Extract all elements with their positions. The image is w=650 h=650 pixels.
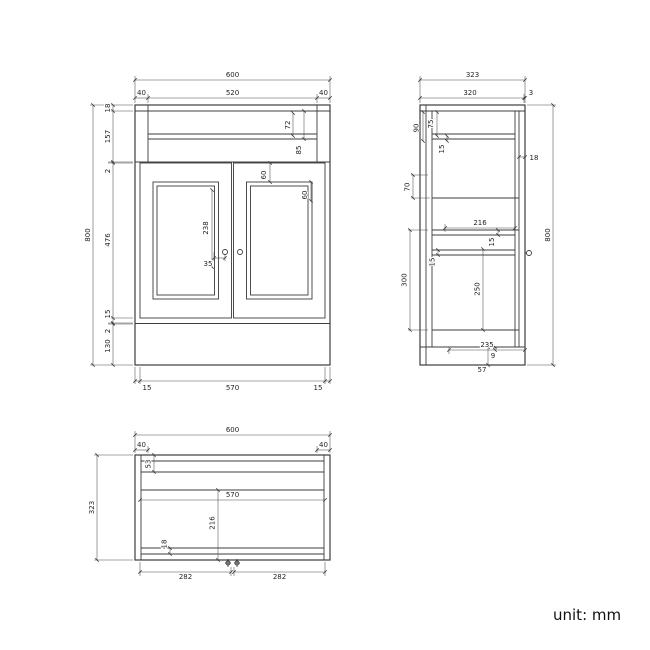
plan-dim-40-left: 40: [137, 441, 146, 449]
plan-dim-570: 570: [226, 491, 239, 499]
side-dim-323: 323: [466, 71, 479, 79]
front-dim-15-left: 15: [143, 384, 152, 392]
side-dim-15-shelf: 15: [488, 238, 496, 247]
plan-dim-216: 216: [209, 516, 217, 530]
tap-hole-symbol-left: [225, 559, 231, 567]
side-door-knob: [526, 250, 532, 256]
front-dim-238: 238: [202, 221, 210, 234]
side-dim-57: 57: [478, 366, 487, 374]
side-dim-18: 18: [530, 154, 539, 162]
front-dim-60-side: 60: [301, 191, 309, 200]
front-dim-570: 570: [226, 384, 239, 392]
front-view-labels: 600 40 520 40 18 157 2 476 15 2 130 800 …: [83, 70, 329, 393]
side-dim-800: 800: [544, 228, 552, 241]
side-view-dimension-lines: [408, 76, 556, 367]
front-dim-15-rail: 15: [104, 310, 112, 319]
front-dim-85: 85: [295, 146, 303, 155]
plan-dim-282-right: 282: [273, 573, 286, 581]
front-dim-40-left: 40: [137, 89, 146, 97]
unit-label: unit: mm: [553, 606, 621, 624]
side-dim-216: 216: [473, 219, 487, 227]
side-dim-3: 3: [529, 89, 533, 97]
side-view-outline: [419, 104, 532, 366]
front-dim-2-bottom: 2: [104, 329, 112, 333]
front-view-dimension-lines: [90, 76, 332, 384]
plan-dim-53: 53: [145, 460, 153, 469]
tap-hole-symbol-right: [234, 559, 240, 567]
front-dim-600: 600: [226, 71, 239, 79]
plan-view-labels: 600 40 40 323 53 570 216 18 282 282: [87, 425, 329, 582]
front-dim-476: 476: [104, 233, 112, 247]
side-dim-9: 9: [491, 352, 495, 360]
front-dim-15-right: 15: [314, 384, 323, 392]
front-dim-72: 72: [284, 121, 292, 130]
side-dim-90: 90: [413, 124, 421, 133]
front-dim-157: 157: [104, 130, 112, 143]
side-dim-15-mid: 15: [429, 258, 437, 267]
front-dim-35: 35: [204, 260, 213, 268]
side-dim-320: 320: [463, 89, 476, 97]
side-dim-15-top: 15: [438, 145, 446, 154]
side-dim-300: 300: [401, 273, 409, 286]
front-dim-18: 18: [104, 104, 112, 113]
right-door-knob: [237, 249, 243, 255]
front-dim-800: 800: [84, 228, 92, 241]
plan-view-dimension-lines: [94, 431, 332, 576]
front-dim-2-top: 2: [104, 169, 112, 173]
left-door-knob: [222, 249, 228, 255]
front-dim-40-right: 40: [319, 89, 328, 97]
plan-dim-323: 323: [88, 501, 96, 514]
plan-dim-282-left: 282: [179, 573, 192, 581]
side-dim-75: 75: [427, 120, 435, 129]
front-dim-130: 130: [104, 339, 112, 352]
front-dim-520: 520: [226, 89, 239, 97]
front-view-outline: [134, 104, 331, 366]
plan-dim-600: 600: [226, 426, 239, 434]
plan-dim-18: 18: [161, 540, 169, 549]
side-dim-250: 250: [474, 282, 482, 295]
side-dim-235: 235: [480, 341, 493, 349]
plan-view-outline: [134, 454, 331, 567]
plan-dim-40-right: 40: [319, 441, 328, 449]
side-dim-70: 70: [404, 183, 412, 192]
front-dim-60-top: 60: [260, 171, 268, 180]
side-view-labels: 323 320 3 800 18 75 90 15 70 216 15 15 3…: [399, 70, 553, 375]
